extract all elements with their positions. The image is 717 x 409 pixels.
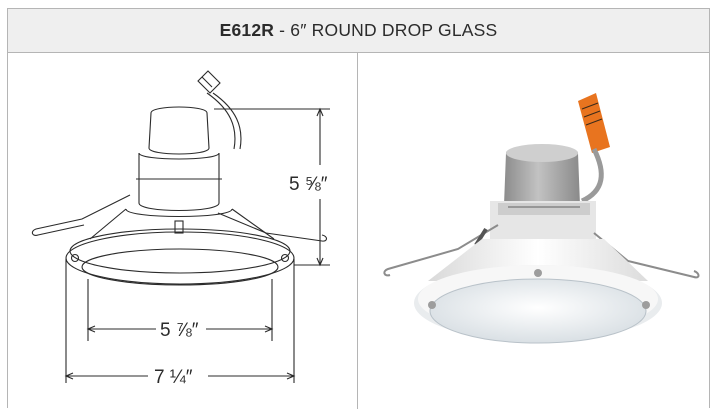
screw-top-icon <box>534 269 542 277</box>
cable-line <box>212 92 242 150</box>
product-header: E612R - 6″ ROUND DROP GLASS <box>8 9 709 53</box>
product-photo-panel <box>358 53 710 409</box>
screw-top-icon <box>174 220 184 234</box>
screw-left-icon <box>428 301 436 309</box>
cable <box>580 147 604 204</box>
screw-left-icon <box>70 253 80 263</box>
wire-connector-icon <box>197 70 221 94</box>
line-drawing: 5 ⅝″ 5 ⅞″ 7 ¼″ <box>31 70 330 388</box>
glass-lens <box>81 248 279 286</box>
line-drawing-panel: 5 ⅝″ 5 ⅞″ 7 ¼″ <box>8 53 357 409</box>
header-separator: - <box>274 20 291 40</box>
warning-tag-icon <box>578 93 610 153</box>
product-photo <box>383 93 700 344</box>
product-table: E612R - 6″ ROUND DROP GLASS <box>7 8 710 409</box>
can-top <box>150 106 208 114</box>
model-number: E612R <box>219 20 275 40</box>
screw-right-icon <box>642 301 650 309</box>
left-spring <box>383 224 499 277</box>
left-spring <box>31 194 131 236</box>
drop-glass-lens <box>429 278 647 344</box>
outer-width-label: 7 ¼″ <box>154 367 193 388</box>
screw-right-icon <box>280 253 290 263</box>
socket-can <box>504 144 580 211</box>
right-spring <box>593 232 700 279</box>
product-description: 6″ ROUND DROP GLASS <box>290 20 498 40</box>
height-label: 5 ⅝″ <box>289 174 328 195</box>
inner-width-label: 5 ⅞″ <box>160 320 199 341</box>
column-divider <box>357 53 358 409</box>
outer-flange <box>65 231 295 285</box>
right-spring <box>217 212 328 242</box>
